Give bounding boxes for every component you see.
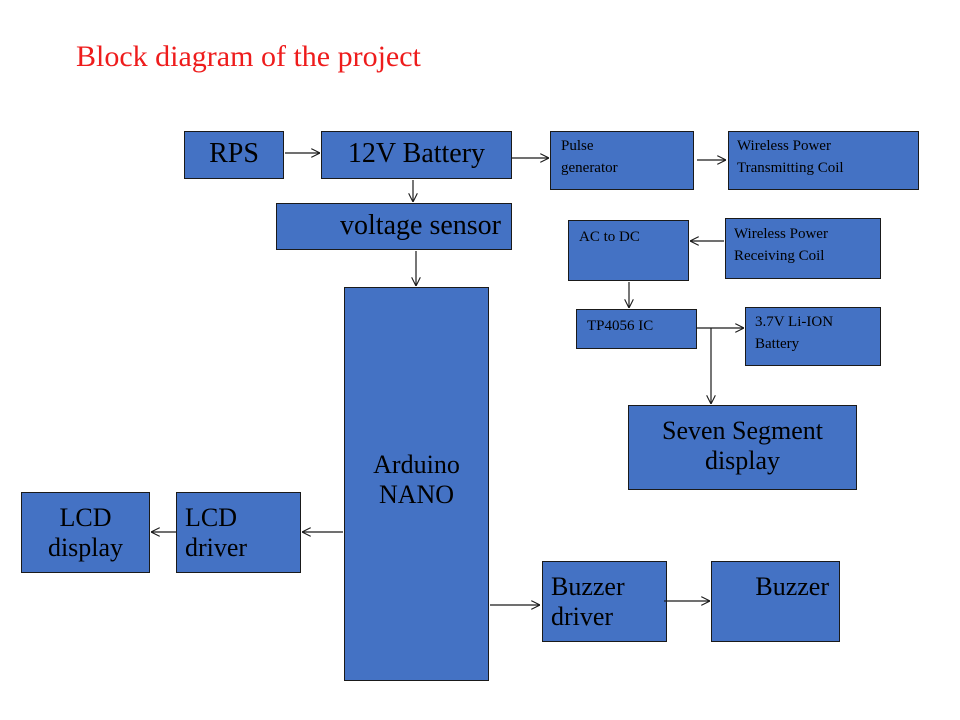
block-buzzer-driver-label: Buzzer driver <box>551 572 625 631</box>
block-lcd-driver-label: LCD driver <box>185 503 248 562</box>
block-12v-battery: 12V Battery <box>321 131 512 179</box>
block-buzzer: Buzzer <box>711 561 840 642</box>
block-liion-battery-label: 3.7V Li-ION Battery <box>755 314 834 352</box>
block-tp4056-ic-label: TP4056 IC <box>587 318 654 334</box>
block-arduino-nano: Arduino NANO <box>344 287 489 681</box>
block-pulse-generator-label: Pulse generator <box>561 138 618 176</box>
block-buzzer-label: Buzzer <box>755 572 829 601</box>
block-buzzer-driver: Buzzer driver <box>542 561 667 642</box>
block-voltage-sensor: voltage sensor <box>276 203 512 250</box>
block-rps-label: RPS <box>209 138 259 169</box>
block-lcd-driver: LCD driver <box>176 492 301 573</box>
block-wireless-rx-coil-label: Wireless Power Receiving Coil <box>734 226 828 264</box>
block-12v-battery-label: 12V Battery <box>347 138 486 169</box>
block-seven-segment-display-label: Seven Segment display <box>661 416 824 475</box>
block-pulse-generator: Pulse generator <box>550 131 694 190</box>
block-seven-segment-display: Seven Segment display <box>628 405 857 490</box>
block-ac-to-dc-label: AC to DC <box>579 229 640 245</box>
block-lcd-display-label: LCD display <box>47 503 124 562</box>
block-rps: RPS <box>184 131 284 179</box>
block-wireless-tx-coil: Wireless Power Transmitting Coil <box>728 131 919 190</box>
block-voltage-sensor-label: voltage sensor <box>340 210 501 241</box>
block-ac-to-dc: AC to DC <box>568 220 689 281</box>
block-tp4056-ic: TP4056 IC <box>576 309 697 349</box>
block-lcd-display: LCD display <box>21 492 150 573</box>
block-wireless-tx-coil-label: Wireless Power Transmitting Coil <box>737 138 844 176</box>
block-wireless-rx-coil: Wireless Power Receiving Coil <box>725 218 881 279</box>
diagram-title: Block diagram of the project <box>76 40 421 73</box>
block-arduino-nano-label: Arduino NANO <box>373 450 460 509</box>
block-liion-battery: 3.7V Li-ION Battery <box>745 307 881 366</box>
